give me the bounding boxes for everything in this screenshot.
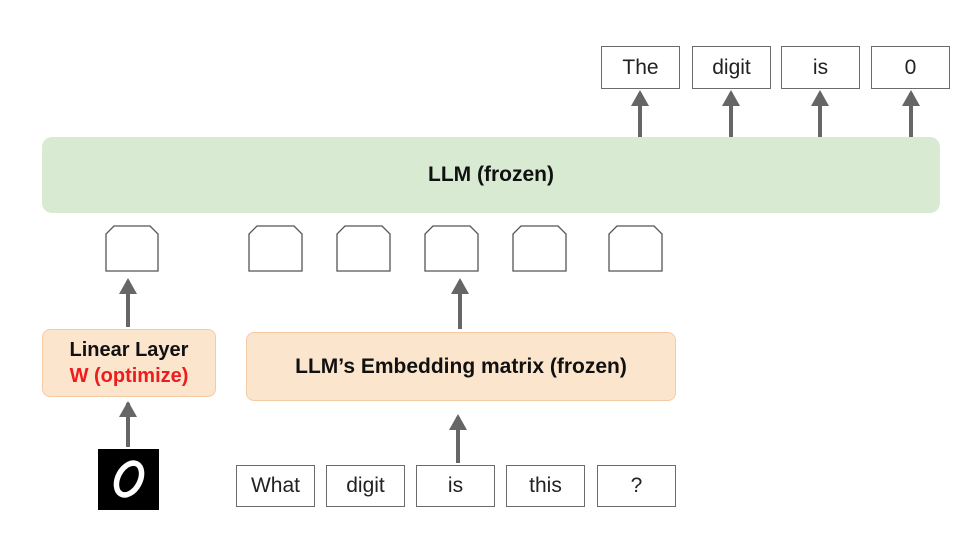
- digit-zero-icon: [113, 460, 145, 498]
- output-token-is: is: [781, 46, 860, 89]
- arrowhead-embedding-vector: [451, 278, 469, 294]
- input-token-digit: digit: [326, 465, 405, 507]
- linear-layer-title: Linear Layer: [69, 339, 189, 361]
- arrowhead-tokens-embedding: [449, 414, 467, 430]
- arrowhead-is: [811, 90, 829, 106]
- arrowhead-0: [902, 90, 920, 106]
- output-token-the: The: [601, 46, 680, 89]
- embedding-matrix-label: LLM’s Embedding matrix (frozen): [295, 354, 627, 378]
- llm-block: LLM (frozen): [42, 137, 940, 213]
- output-token-digit: digit: [692, 46, 771, 89]
- arrowhead-image-linear: [119, 401, 137, 417]
- llm-label: LLM (frozen): [428, 163, 554, 186]
- embedding-vector-image: [105, 225, 159, 272]
- embedding-matrix-block: LLM’s Embedding matrix (frozen): [246, 332, 676, 401]
- output-token-0: 0: [871, 46, 950, 89]
- arrowhead-linear-vector: [119, 278, 137, 294]
- input-token-is: is: [416, 465, 495, 507]
- embedding-vector-1: [248, 225, 303, 272]
- arrowhead-digit: [722, 90, 740, 106]
- input-token-this: this: [506, 465, 585, 507]
- linear-layer-param: W (optimize): [69, 365, 189, 387]
- embedding-vector-3: [424, 225, 479, 272]
- linear-layer-block: Linear Layer W (optimize): [42, 329, 216, 397]
- arrowhead-the: [631, 90, 649, 106]
- embedding-vector-4: [512, 225, 567, 272]
- embedding-vector-2: [336, 225, 391, 272]
- input-token-what: What: [236, 465, 315, 507]
- mnist-digit-image: [98, 449, 159, 510]
- input-token-question: ?: [597, 465, 676, 507]
- embedding-vector-5: [608, 225, 663, 272]
